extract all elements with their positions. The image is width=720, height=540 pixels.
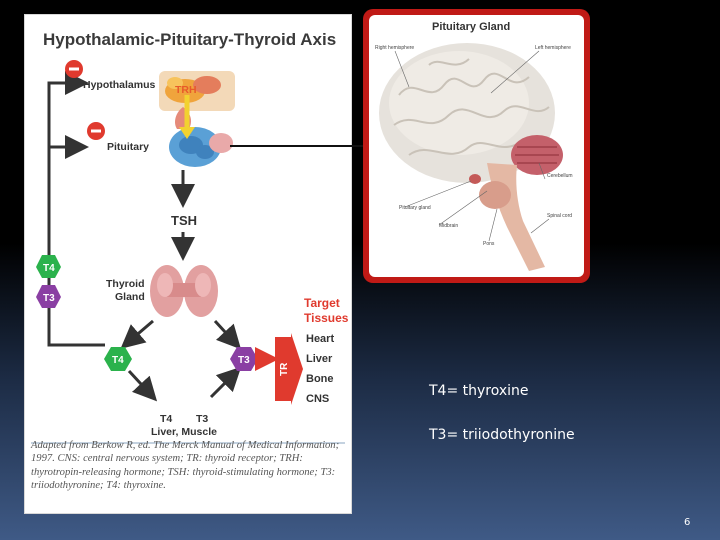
hex-t4-loop-label: T4: [43, 263, 55, 274]
label-tr: TR: [279, 362, 290, 376]
hexagon-t4: T4: [104, 347, 132, 371]
brain-label-spinal-cord: Spinal cord: [547, 213, 572, 219]
label-target-line2: Tissues: [304, 311, 349, 325]
inhibit-icon-hypothalamus: [65, 60, 83, 78]
inhibit-icon-pituitary: [87, 122, 105, 140]
hexagon-t4-loop: T4: [36, 255, 61, 278]
note-t4-thyroxine: T4= thyroxine: [429, 383, 529, 399]
tr-block-arrow: [291, 333, 303, 405]
brain-label-pituitary: Pituitary gland: [399, 205, 431, 211]
brain-illustration-frame: Pituitary Gland: [369, 15, 584, 277]
brain-label-pons: Pons: [483, 241, 495, 247]
thyroid-axis-diagram: Hypothalamic-Pituitary-Thyroid Axis Hypo…: [24, 14, 352, 514]
figure-caption: Adapted from Berkow R, ed. The Merck Man…: [31, 440, 340, 491]
diagram-title: Hypothalamic-Pituitary-Thyroid Axis: [43, 30, 336, 49]
label-sites: Liver, Muscle: [151, 426, 217, 438]
trh-arrow-head: [179, 127, 195, 139]
label-target-line1: Target: [304, 296, 340, 310]
tissue-heart: Heart: [306, 333, 334, 345]
leader-lines: [394, 50, 550, 242]
hexagon-t3: T3: [230, 347, 258, 371]
label-trh: TRH: [175, 84, 197, 96]
brain-label-left-hemisphere: Left hemisphere: [535, 45, 571, 51]
arrow-thyroid-t4: [120, 319, 154, 349]
hex-t3-label: T3: [238, 355, 250, 366]
pituitary-graphic: [169, 107, 233, 167]
label-sites-t4: T4: [160, 413, 172, 425]
arrow-thyroid-t3: [213, 319, 242, 350]
pituitary-gland-panel: Pituitary Gland: [363, 9, 590, 283]
hex-t4-label: T4: [112, 355, 124, 366]
label-hypothalamus: Hypothalamus: [83, 79, 156, 91]
arrow-t4-periphery: [127, 369, 158, 402]
brain-label-right-hemisphere: Right hemisphere: [375, 45, 414, 51]
tr-block: [275, 337, 291, 401]
brain-label-cerebellum: Cerebellum: [547, 173, 573, 179]
axis-diagram-svg: Hypothalamic-Pituitary-Thyroid Axis Hypo…: [31, 30, 349, 444]
label-pituitary: Pituitary: [107, 141, 149, 153]
tissue-cns: CNS: [306, 393, 329, 405]
tissue-bone: Bone: [306, 373, 334, 385]
label-sites-t3: T3: [196, 413, 208, 425]
hypothalamus-graphic: [159, 71, 235, 111]
cerebellum-graphic: [511, 135, 563, 175]
thyroid-graphic: [150, 265, 218, 317]
hex-t3-loop-label: T3: [43, 293, 55, 304]
feedback-line: [47, 71, 105, 347]
arrow-periphery-t3: [209, 366, 242, 399]
tissue-liver: Liver: [306, 353, 333, 365]
label-thyroid-line2: Gland: [115, 291, 145, 303]
hexagon-t3-loop: T3: [36, 285, 61, 308]
note-t3-triiodothyronine: T3= triiodothyronine: [429, 427, 575, 443]
brain-title: Pituitary Gland: [432, 21, 510, 33]
label-tsh: TSH: [171, 213, 197, 228]
brainstem-graphic: [469, 163, 545, 271]
brain-label-midbrain: Midbrain: [439, 223, 458, 229]
label-thyroid-line1: Thyroid: [106, 278, 145, 290]
brain-graphic: [379, 43, 555, 183]
brain-illustration: Pituitary Gland: [375, 21, 573, 271]
slide-number: 6: [684, 517, 691, 528]
